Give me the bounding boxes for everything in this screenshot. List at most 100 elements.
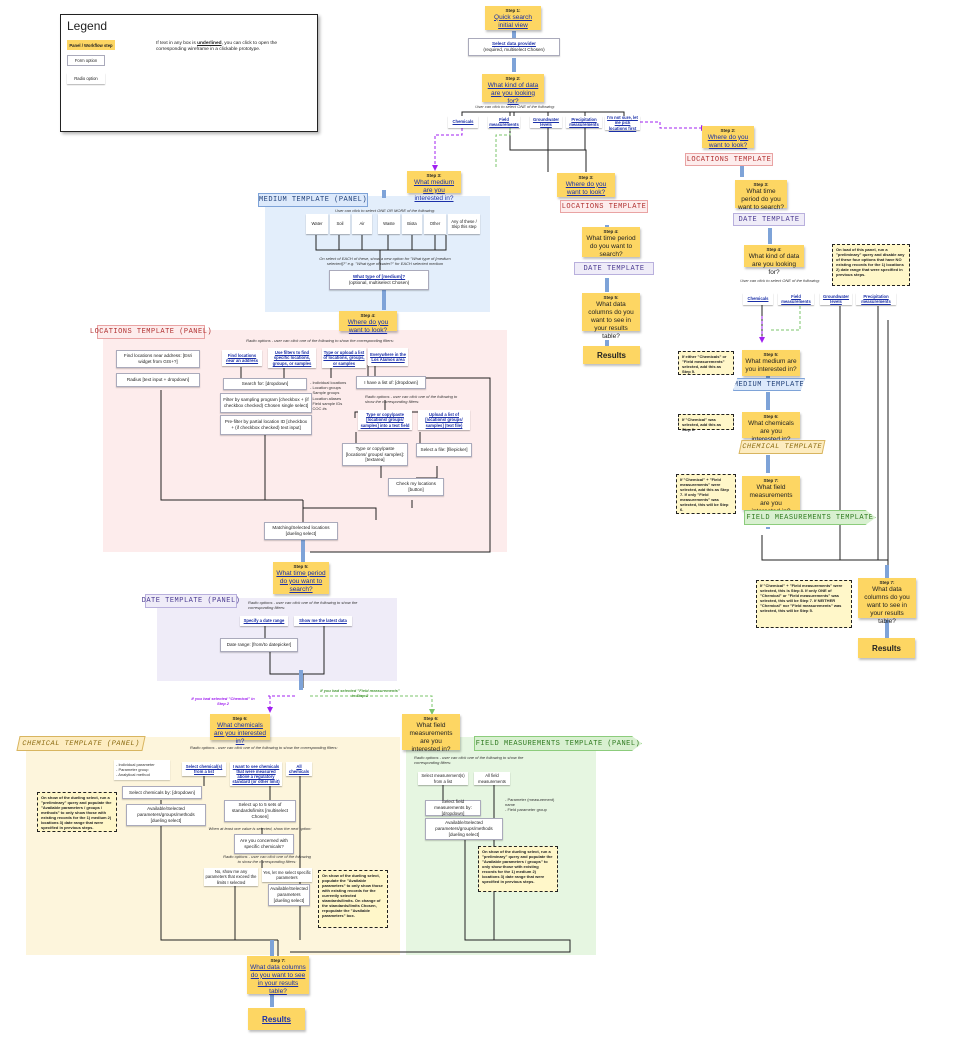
step-text[interactable]: Where do you want to look?: [347, 318, 389, 334]
step-num: Step 2:: [720, 128, 736, 133]
search-for-dropdown[interactable]: Search for: [dropdown]: [223, 378, 307, 390]
medium-type-title[interactable]: What type of [medium]?: [352, 274, 406, 280]
medium-type-select[interactable]: What type of [medium]?(optional, multise…: [329, 270, 429, 290]
find-address-field[interactable]: Find locations near address: [Esri widge…: [116, 350, 200, 368]
loc-opt-address[interactable]: Find locations near an address: [222, 350, 262, 366]
chem-concerned-field[interactable]: Are you concerned with specific chemical…: [234, 834, 294, 854]
filter-program-field[interactable]: Filter by sampling program [checkbox + (…: [220, 393, 312, 413]
loc-opt-upload[interactable]: Type or upload a list of locations, grou…: [322, 348, 366, 368]
right-step5-medium: Step 5:What medium are you interested in…: [742, 350, 800, 376]
step-text[interactable]: What medium are you interested in?: [413, 178, 455, 202]
box-label: Filter by sampling program [checkbox + (…: [223, 397, 309, 408]
date-range-picker[interactable]: Date range: [from/to datepicker]: [220, 638, 298, 652]
medium-water[interactable]: Water: [306, 214, 328, 234]
step2-data-kind[interactable]: Step 2:What kind of data are you looking…: [482, 74, 544, 105]
step-text[interactable]: Where do you want to look?: [565, 180, 607, 196]
step-text[interactable]: Quick search initial view: [494, 13, 532, 29]
data-provider-select[interactable]: Select data provider(required, multisele…: [468, 38, 560, 56]
step3-location[interactable]: Step 3:Where do you want to look?: [557, 173, 615, 197]
opt-label[interactable]: All chemicals: [288, 763, 310, 774]
step-text[interactable]: Where do you want to look?: [707, 133, 749, 149]
matching-locations-select[interactable]: Matching/Selected locations [dueling sel…: [264, 522, 338, 540]
prefilter-field[interactable]: Pre-filter by partial location ID [check…: [220, 415, 312, 435]
step-text[interactable]: What chemicals are you interested in?: [213, 721, 267, 745]
kind-label[interactable]: Precipitation measurements: [569, 116, 599, 127]
have-list-dropdown[interactable]: I have a list of: [dropdown]: [356, 376, 426, 389]
opt-label[interactable]: Specify a date range: [243, 618, 285, 624]
opt-label[interactable]: Upload a list of [locations/ groups/ sam…: [425, 412, 463, 428]
select-file-picker[interactable]: Select a file: [filepicker]: [416, 443, 472, 457]
radius-field[interactable]: Radius [text input + dropdown]: [116, 373, 200, 387]
step-text[interactable]: What time period do you want to search?: [276, 569, 326, 593]
opt-label[interactable]: Everywhere in the Los Alamos area: [370, 351, 406, 362]
medium-soil[interactable]: Soil: [330, 214, 350, 234]
step6-chemicals[interactable]: Step 6:What chemicals are you interested…: [210, 714, 270, 745]
step5-time-period[interactable]: Step 5:What time period do you want to s…: [273, 562, 329, 594]
chem-opt-all[interactable]: All chemicals: [286, 762, 312, 776]
medium-biota[interactable]: Biota: [402, 214, 422, 234]
step-num: Step 7:: [879, 580, 895, 585]
step-num: Step 3:: [753, 182, 769, 187]
kind-label[interactable]: Chemicals: [452, 119, 474, 125]
check-locations-button[interactable]: Check my locations [button]: [388, 478, 444, 496]
results-bottom[interactable]: Results: [248, 1008, 305, 1030]
date-opt-latest[interactable]: Show me the latest data: [294, 616, 352, 626]
kind-label[interactable]: Field measurements: [781, 293, 811, 304]
right-kind-precip[interactable]: Precipitation measurements: [856, 293, 896, 305]
opt-label[interactable]: Select chemical(s) from a list: [185, 763, 223, 774]
step4-where[interactable]: Step 4:Where do you want to look?: [339, 311, 397, 334]
medium-waste[interactable]: Waste: [378, 214, 400, 234]
chem-select-by-dropdown[interactable]: Select chemicals by: [dropdown]: [122, 786, 202, 799]
kind-not-sure[interactable]: I'm not sure, let me pick locations firs…: [605, 115, 640, 131]
loc-opt-upload-file[interactable]: Upload a list of [locations/ groups/ sam…: [418, 410, 470, 430]
provider-title[interactable]: Select data provider: [492, 41, 536, 47]
field-opt-list[interactable]: Select measurement(s) from a list: [418, 772, 468, 785]
right-kind-chemicals[interactable]: Chemicals: [743, 293, 773, 305]
opt-label[interactable]: Type or copy/paste [locations/ groups/ s…: [360, 412, 410, 428]
chem-opt-yes[interactable]: Yes, let me select specific parameters: [262, 868, 312, 882]
right-step2-where[interactable]: Step 2:Where do you want to look?: [702, 126, 754, 149]
chem-available-select[interactable]: Available/Selected parameters/groups/met…: [126, 804, 206, 826]
chem-opt-no[interactable]: No, show me any parameters that exceed t…: [204, 868, 258, 886]
opt-label[interactable]: I want to see chemicals that were measur…: [232, 763, 280, 785]
field-opt-all[interactable]: All field measurements: [474, 772, 510, 785]
step-text[interactable]: What kind of data are you looking for?: [487, 81, 539, 105]
kind-label[interactable]: Groundwater levels: [532, 116, 560, 127]
results-label[interactable]: Results: [262, 1014, 291, 1024]
kind-precip[interactable]: Precipitation measurements: [566, 116, 602, 128]
opt-label[interactable]: Use filters to find specific locations, …: [272, 350, 312, 366]
date-opt-range[interactable]: Specify a date range: [240, 616, 288, 626]
kind-label[interactable]: Precipitation measurements: [861, 293, 891, 304]
medium-air[interactable]: Air: [352, 214, 372, 234]
kind-groundwater[interactable]: Groundwater levels: [530, 116, 562, 128]
opt-label[interactable]: Find locations near an address: [225, 352, 259, 363]
field-available-select[interactable]: Available/Selected parameters/groups/met…: [425, 818, 503, 840]
loc-opt-everywhere[interactable]: Everywhere in the Los Alamos area: [368, 348, 408, 366]
step-text[interactable]: What data columns do you want to see in …: [250, 963, 306, 995]
medium-other[interactable]: Other: [424, 214, 446, 234]
medium-any[interactable]: Any of these / Skip this step: [448, 214, 480, 234]
step1-quick-search[interactable]: Step 1:Quick search initial view: [485, 6, 541, 30]
list-item: - Field sample IDs: [310, 400, 343, 406]
kind-label[interactable]: Field measurements: [489, 116, 519, 127]
if-chem-note: If you had selected "Chemical" in Step 2: [191, 696, 255, 706]
opt-label[interactable]: Show me the latest data: [299, 618, 347, 624]
loc-opt-filters[interactable]: Use filters to find specific locations, …: [268, 348, 316, 368]
kind-chemicals[interactable]: Chemicals: [448, 116, 478, 128]
chem-opt-list[interactable]: Select chemical(s) from a list: [182, 762, 226, 776]
right-kind-groundwater[interactable]: Groundwater levels: [820, 293, 852, 305]
type-locations-textarea[interactable]: Type or copy/paste [locations/ groups/ s…: [342, 443, 408, 466]
kind-field[interactable]: Field measurements: [488, 116, 520, 128]
loc-opt-type-copy[interactable]: Type or copy/paste [locations/ groups/ s…: [358, 410, 412, 430]
chem-opt-standard[interactable]: I want to see chemicals that were measur…: [230, 762, 282, 786]
kind-label[interactable]: Groundwater levels: [822, 293, 850, 304]
right-kind-field[interactable]: Field measurements: [778, 293, 814, 305]
chem-params-select[interactable]: Available/Selected parameters [dueling s…: [268, 884, 310, 906]
step7-columns[interactable]: Step 7:What data columns do you want to …: [247, 956, 309, 995]
opt-label[interactable]: Type or upload a list of locations, grou…: [323, 350, 365, 366]
chem-standards-select[interactable]: Select up to 5 sets of standards/limits …: [224, 800, 296, 822]
kind-label[interactable]: Chemicals: [747, 296, 769, 302]
step3-medium[interactable]: Step 3:What medium are you interested in…: [407, 171, 461, 202]
field-select-by-dropdown[interactable]: Select field measurements by: [dropdown]: [425, 799, 481, 816]
kind-label[interactable]: I'm not sure, let me pick locations firs…: [607, 115, 638, 131]
